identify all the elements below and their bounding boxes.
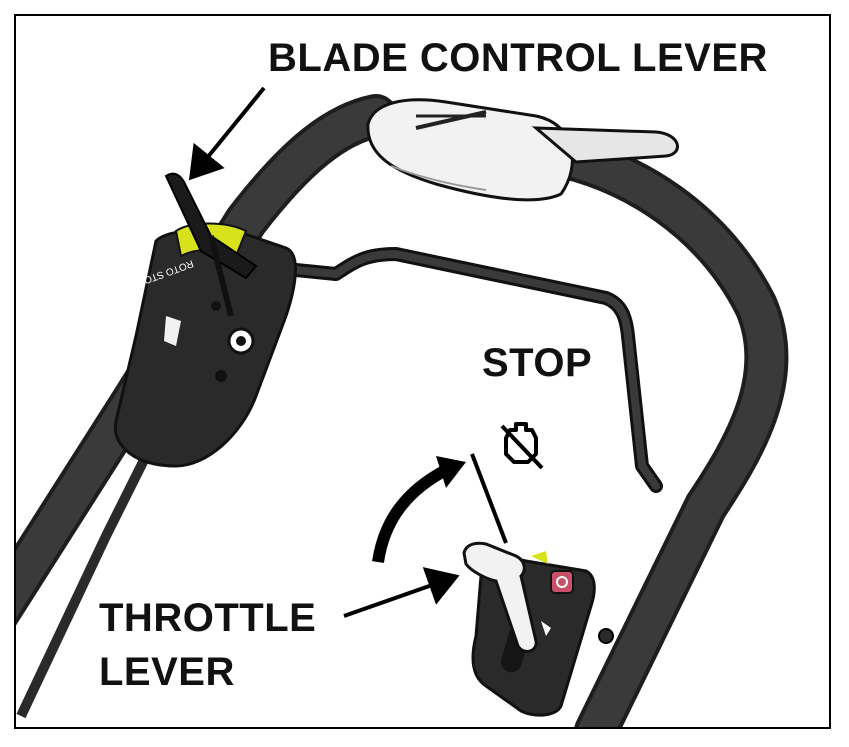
- blade-lever-pointer-arrow: [188, 86, 266, 181]
- throttle-lever-label-line2: LEVER: [99, 650, 235, 694]
- throttle-housing: [462, 541, 614, 717]
- engine-start-icon[interactable]: [550, 570, 574, 594]
- handle-grip: [366, 98, 679, 202]
- throttle-lever-pointer-arrow: [343, 567, 460, 618]
- stop-label: STOP: [482, 341, 593, 385]
- stop-position-line: [470, 453, 508, 544]
- rabbit-icon: [541, 621, 551, 636]
- throttle-lever[interactable]: [462, 541, 538, 653]
- blade-control-lever-label: BLADE CONTROL LEVER: [268, 36, 768, 80]
- handle-tube: [16, 94, 789, 727]
- throttle-lever-label-line1: THROTTLE: [99, 596, 317, 640]
- throttle-motion-arrow: [372, 456, 466, 563]
- blade-bail-bar: [249, 247, 663, 493]
- mower-handle-illustration: ROTO STOP: [16, 86, 789, 727]
- blade-control-housing: ROTO STOP: [113, 172, 297, 468]
- engine-off-icon: [500, 422, 544, 470]
- diagram-frame: ROTO STOP: [14, 14, 831, 729]
